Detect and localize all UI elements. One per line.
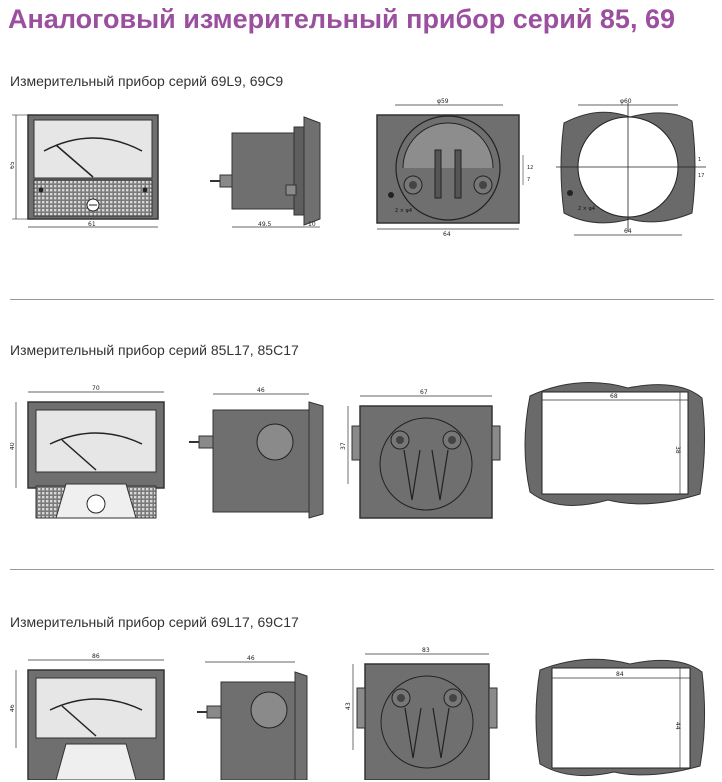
dim-cutout-h2: 17: [698, 173, 704, 179]
meter-69L17-side-view: 46: [197, 655, 308, 780]
dim-cutout-h1: 1: [698, 157, 701, 163]
dim-front-height: 46: [10, 704, 16, 712]
meter-85L17-back-view: 67 37: [340, 389, 501, 519]
dim-side-depth: 46: [247, 655, 255, 662]
dim-back-height: 37: [340, 442, 347, 450]
dim-back-width: 83: [422, 647, 430, 654]
meter-69L9-side-view: 49.5 10: [210, 116, 321, 228]
section-1-label: Измерительный прибор серий 69L9, 69C9: [10, 73, 284, 89]
dim-cutout-height: 44: [674, 722, 681, 730]
meter-69L17-back-view: 83 43: [345, 647, 498, 780]
section-2-label: Измерительный прибор серий 85L17, 85C17: [10, 342, 299, 358]
meter-85L17-panel-cutout: 68 38: [524, 382, 706, 506]
section-3-label: Измерительный прибор серий 69L17, 69C17: [10, 614, 299, 630]
dim-back-hole: 2 × φ4: [395, 208, 412, 214]
meter-85L17-side-view: 46: [189, 387, 324, 519]
dim-back-width: 64: [443, 231, 451, 238]
dim-front-width: 70: [92, 385, 100, 392]
dim-back-diameter: φ59: [437, 98, 449, 105]
meter-69L17-front-view: 86 46: [10, 653, 165, 780]
meter-69L17-panel-cutout: 84 44: [535, 658, 706, 777]
dim-cutout-height: 38: [674, 446, 681, 454]
dim-side-depth: 46: [257, 387, 265, 394]
dim-cutout-width: 64: [624, 228, 632, 235]
meter-69L9-panel-cutout: φ60 2 × φ4 64 1 17: [556, 98, 706, 236]
dim-front-height: 65: [10, 161, 16, 169]
dim-back-width: 67: [420, 389, 428, 396]
dim-front-width: 86: [92, 653, 100, 660]
meter-69L9-front-view: 65 61: [10, 114, 159, 228]
meter-85L17-front-view: 70 40: [10, 385, 165, 519]
dim-back-height: 43: [345, 702, 352, 710]
dim-back-h1: 12: [527, 165, 533, 171]
dim-side-depth: 49.5: [258, 221, 272, 228]
dim-front-height: 40: [10, 442, 16, 450]
section-divider-2: [10, 569, 714, 570]
dim-front-width: 61: [88, 221, 96, 228]
dim-cutout-diameter: φ60: [620, 98, 632, 105]
dim-cutout-width: 84: [616, 671, 624, 678]
dim-side-flange: 10: [308, 221, 316, 228]
dim-cutout-width: 68: [610, 393, 618, 400]
page-title: Аналоговый измерительный прибор серий 85…: [8, 4, 675, 34]
dim-cutout-hole: 2 × φ4: [578, 206, 595, 212]
meter-69L9-back-view: φ59 2 × φ4 64 12 7: [376, 98, 533, 238]
section-divider-1: [10, 299, 714, 300]
dim-back-h2: 7: [527, 177, 530, 183]
